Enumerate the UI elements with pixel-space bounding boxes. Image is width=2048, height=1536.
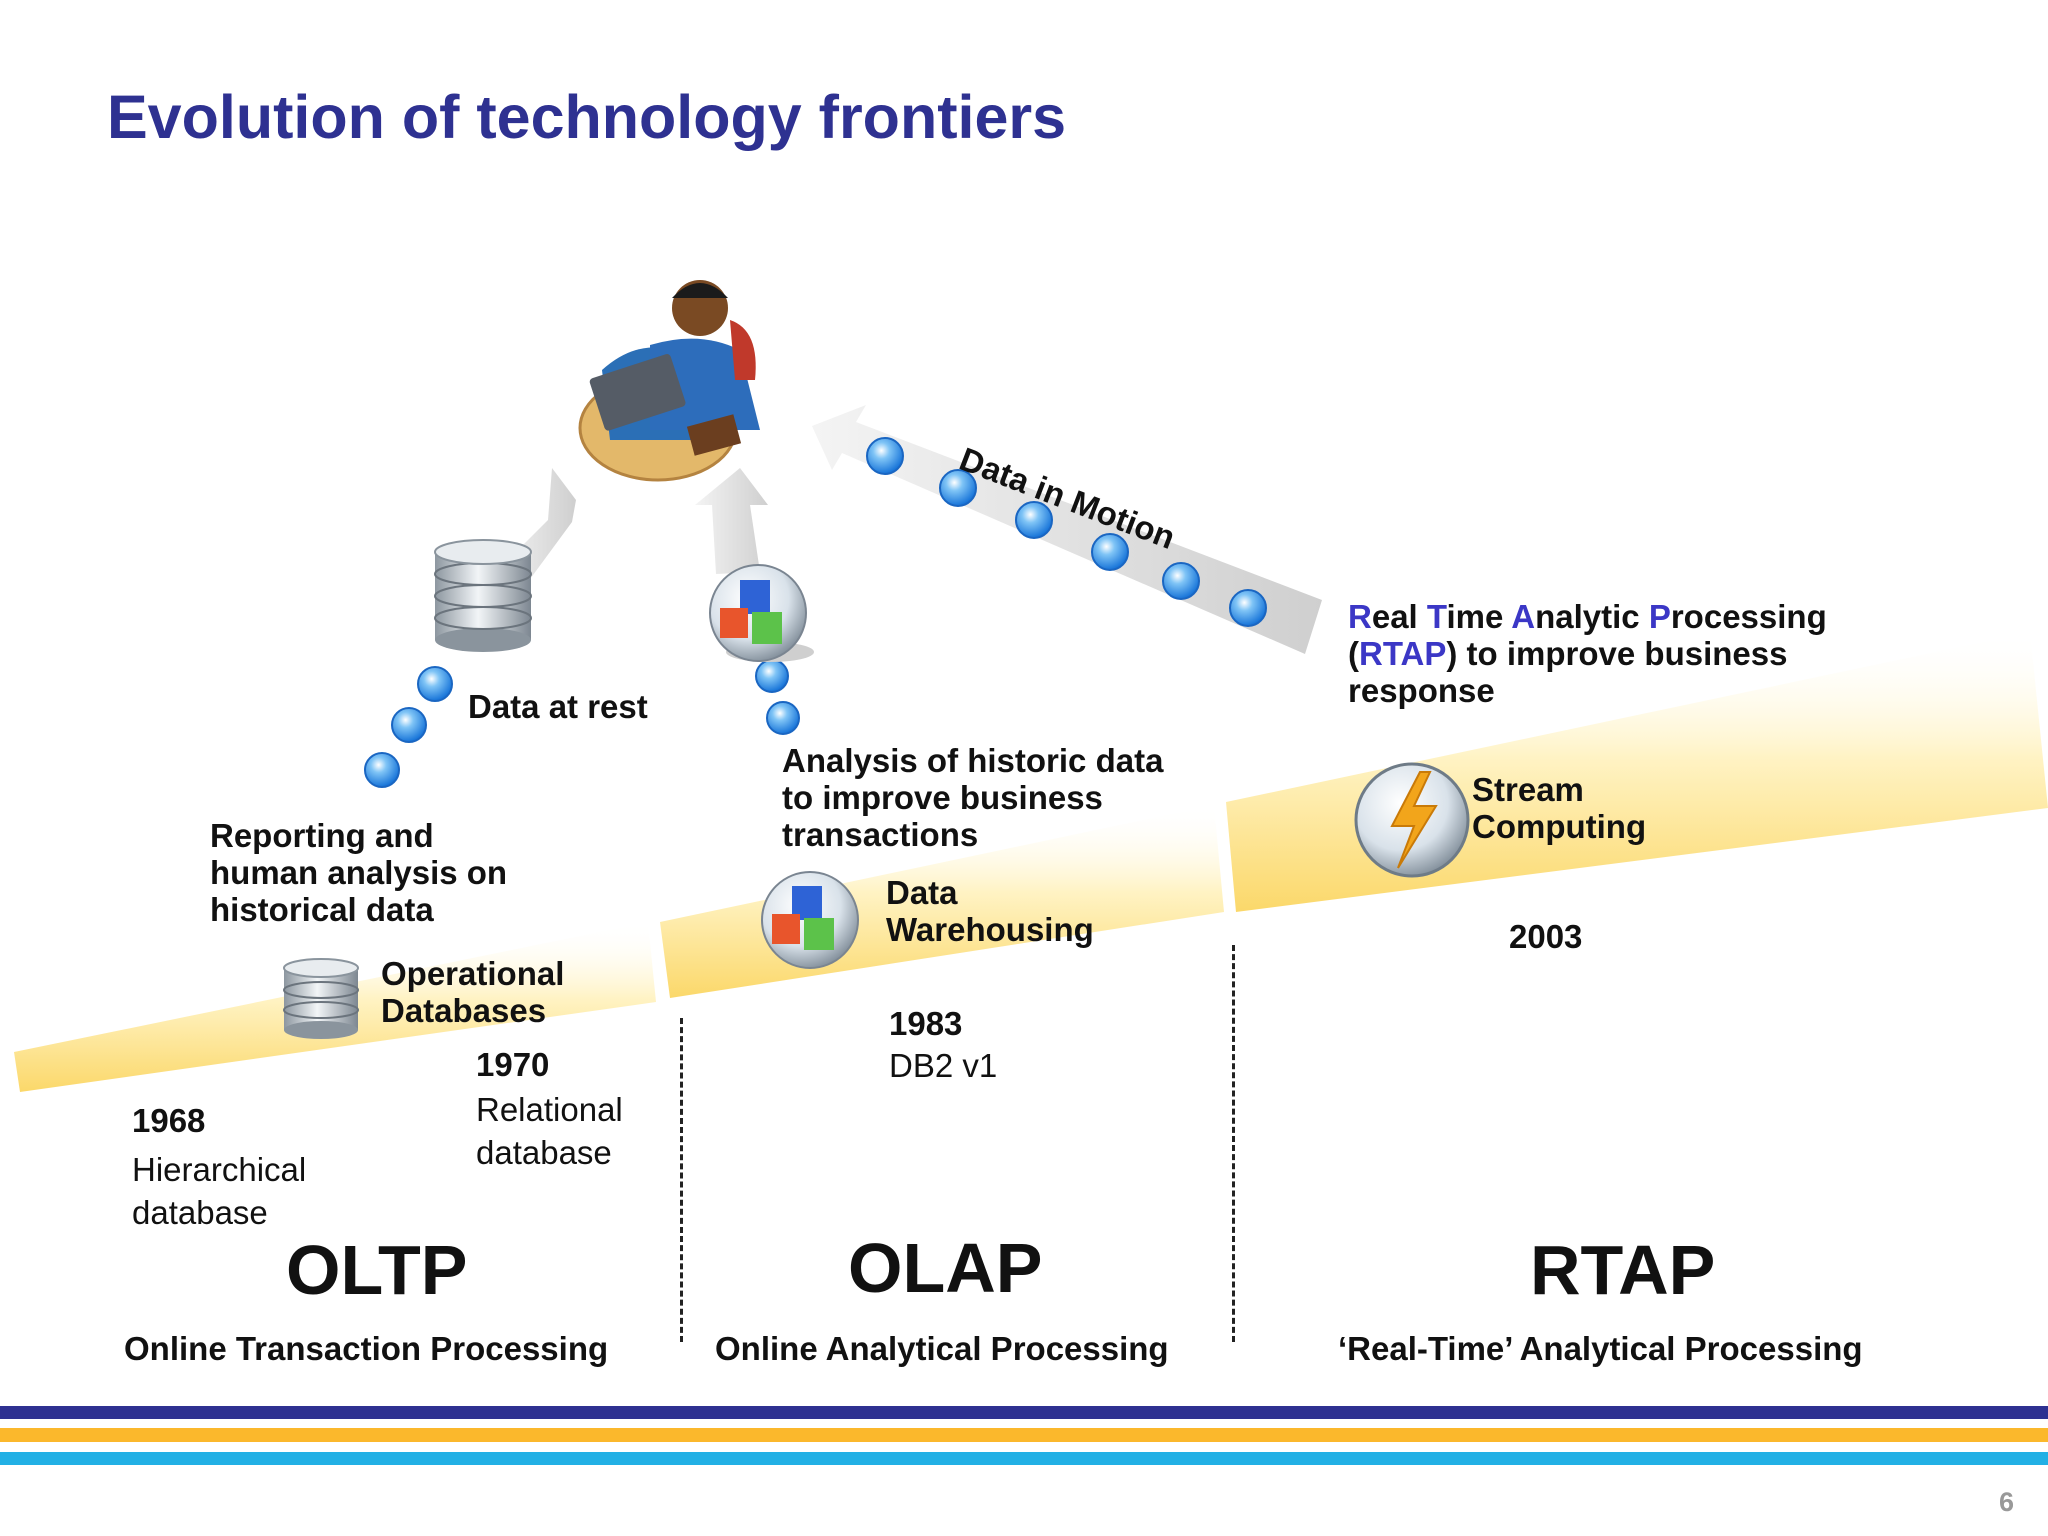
slide-title: Evolution of technology frontiers <box>107 83 1067 151</box>
era-oltp-abbr: OLTP <box>286 1231 468 1309</box>
operational-databases-label: Operational Databases <box>381 955 564 1029</box>
year-2003: 2003 <box>1509 918 1583 955</box>
stream-computing-label: Stream Computing <box>1472 771 1646 845</box>
footer-stripe-sky <box>0 1452 2048 1465</box>
desc-1968-line1: Hierarchical <box>132 1151 307 1188</box>
era-rtap-name: ‘Real-Time’ Analytical Processing <box>1338 1330 1863 1367</box>
analyst-icon <box>578 280 760 482</box>
divider-olap-rtap <box>1232 945 1235 1342</box>
up-arrow-center <box>695 468 768 574</box>
rtap-p-letter: P <box>1648 598 1671 635</box>
reporting-text-content: Reporting and human analysis on historic… <box>210 817 508 928</box>
era-oltp-name: Online Transaction Processing <box>124 1330 609 1367</box>
stream-computing-line1: Stream <box>1472 771 1584 808</box>
data-at-rest-label: Data at rest <box>468 688 648 725</box>
data-warehousing-line1: Data <box>886 874 958 911</box>
operational-databases-line2: Databases <box>381 992 547 1029</box>
rtap-abbr: RTAP <box>1359 635 1447 672</box>
rtap-description: Real Time Analytic Processing (RTAP) to … <box>1348 598 1827 709</box>
rtap-line2-rest: ) to improve business <box>1446 635 1788 672</box>
data-warehousing-line2: Warehousing <box>886 911 1094 948</box>
footer-stripe-navy <box>0 1406 2048 1419</box>
era-olap-abbr: OLAP <box>848 1229 1043 1307</box>
data-warehousing-label: Data Warehousing <box>886 874 1094 948</box>
analysis-text-line1: Analysis of historic data <box>782 742 1164 779</box>
divider-oltp-olap <box>680 1018 683 1342</box>
desc-1970-line1: Relational <box>476 1091 623 1128</box>
warehouse-orb-bottom-icon <box>761 871 859 969</box>
reporting-text: Reporting and human analysis on historic… <box>210 817 550 928</box>
rtap-p-rest: rocessing <box>1670 598 1827 635</box>
warehouse-orb-top-icon <box>709 564 814 662</box>
rtap-description-line1: Real Time Analytic Processing <box>1348 598 1827 635</box>
operational-databases-line1: Operational <box>381 955 565 992</box>
stream-computing-icon <box>1354 762 1470 878</box>
desc-1968-line2: database <box>132 1194 268 1231</box>
stream-computing-line2: Computing <box>1472 808 1647 845</box>
rtap-t-rest: ime <box>1446 598 1512 635</box>
era-rtap-abbr: RTAP <box>1530 1231 1716 1309</box>
rtap-r-letter: R <box>1348 598 1372 635</box>
rest-bubbles <box>364 659 800 788</box>
analysis-text-line2: to improve business <box>782 779 1103 816</box>
year-1983: 1983 <box>889 1005 963 1042</box>
analysis-text: Analysis of historic data to improve bus… <box>782 742 1163 853</box>
year-1970: 1970 <box>476 1046 550 1083</box>
era-olap-name: Online Analytical Processing <box>715 1330 1169 1367</box>
rtap-description-line2: (RTAP) to improve business <box>1348 635 1827 672</box>
rtap-a-rest: nalytic <box>1535 598 1649 635</box>
rtap-r-rest: eal <box>1371 598 1427 635</box>
analysis-text-line3: transactions <box>782 816 979 853</box>
rtap-description-line3: response <box>1348 672 1495 709</box>
desc-1970-line2: database <box>476 1134 612 1171</box>
page-number: 6 <box>1998 1487 2014 1517</box>
rtap-paren-open: ( <box>1348 635 1359 672</box>
motion-bubbles <box>866 437 1267 627</box>
desc-1968: Hierarchical database <box>132 1148 306 1234</box>
database-stack-icon <box>434 539 532 652</box>
operational-database-icon <box>283 958 359 1039</box>
rtap-a-letter: A <box>1511 598 1536 635</box>
footer-stripe-gold <box>0 1428 2048 1442</box>
year-1968: 1968 <box>132 1102 206 1139</box>
desc-1970: Relational database <box>476 1088 623 1174</box>
desc-1983: DB2 v1 <box>889 1047 998 1084</box>
rtap-t-letter: T <box>1426 598 1447 635</box>
